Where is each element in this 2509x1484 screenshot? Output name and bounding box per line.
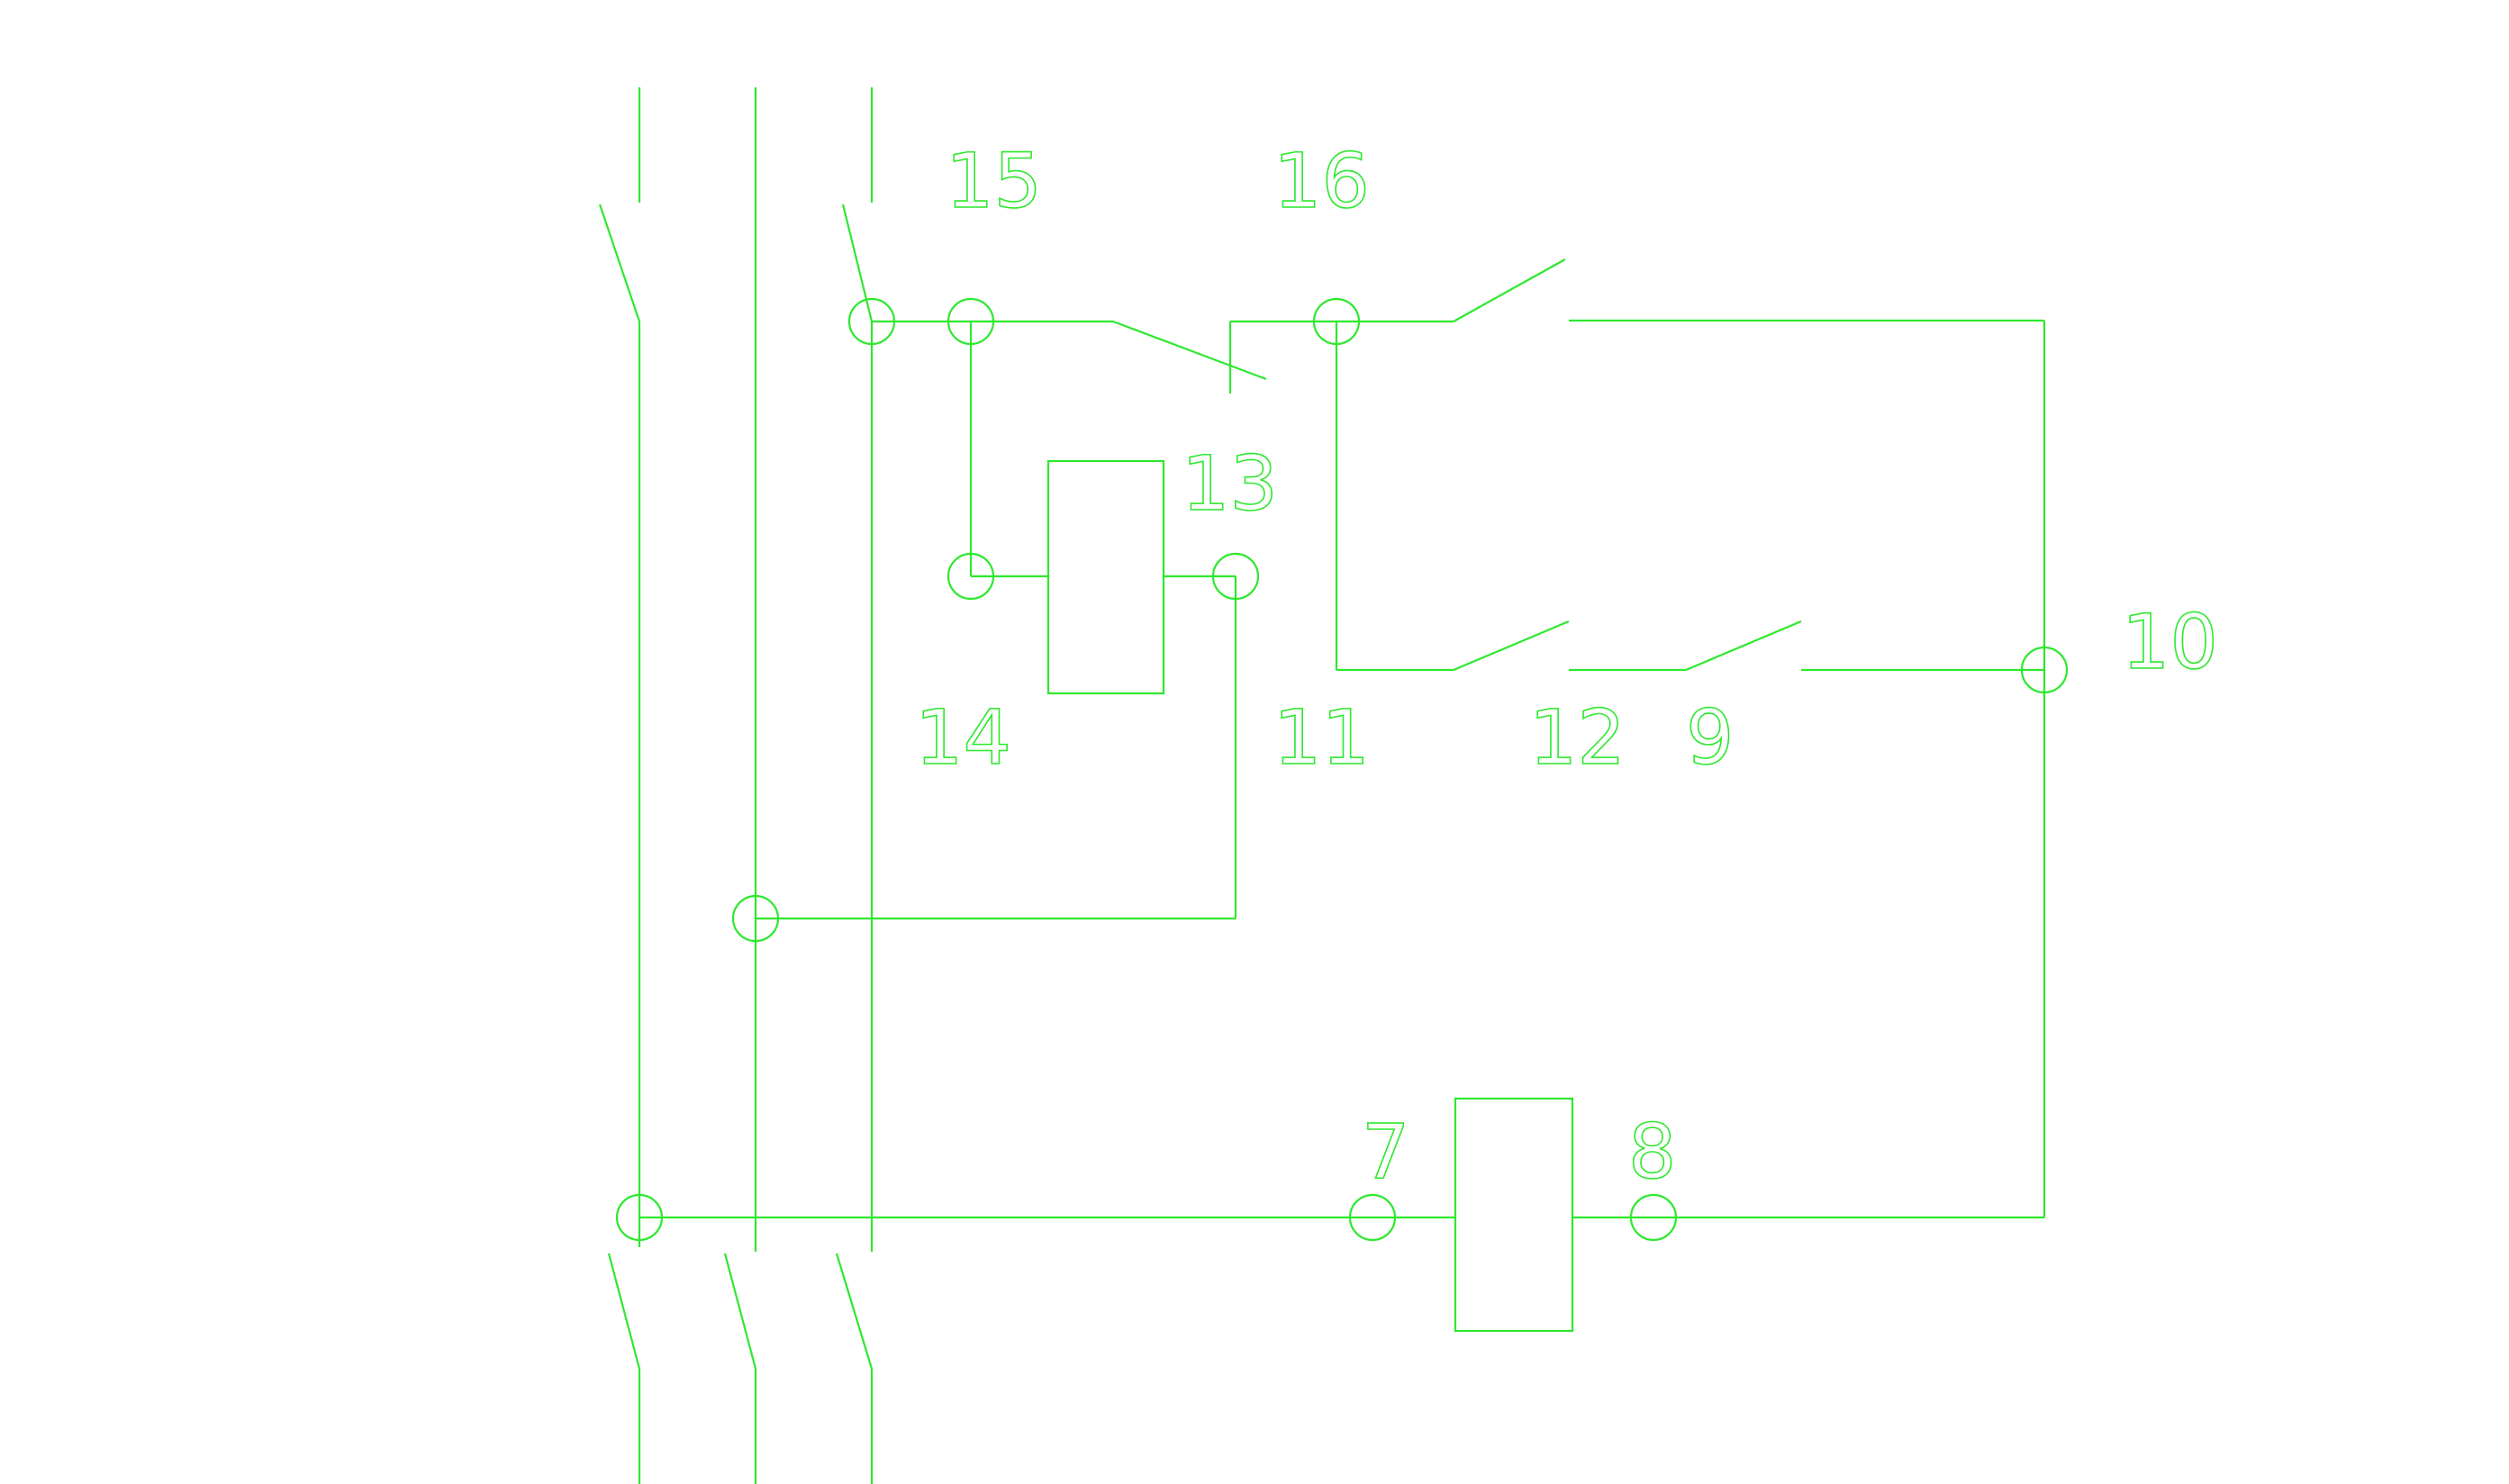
bottom-wire: [639, 1097, 2044, 1333]
top-wire-15-16: [872, 320, 1454, 394]
switch-16-10: [1453, 258, 2046, 1217]
label-13: 13: [1182, 439, 1278, 528]
node-16: [1312, 297, 1361, 346]
supply-line-1: [598, 87, 641, 1484]
label-8: 8: [1628, 1108, 1676, 1196]
label-11: 11: [1273, 693, 1370, 782]
label-9: 9: [1686, 693, 1734, 782]
node-11: [1211, 552, 1260, 601]
label-12: 12: [1529, 693, 1626, 782]
node-supply-2: [731, 894, 780, 943]
node-15: [947, 297, 995, 346]
label-14: 14: [915, 693, 1011, 782]
label-16: 16: [1273, 137, 1370, 225]
branch-16-12-9-10: [1335, 321, 2044, 672]
node-supply-3: [847, 297, 896, 346]
label-7: 7: [1362, 1108, 1409, 1196]
node-10: [2020, 646, 2069, 694]
supply-line-2: [723, 87, 757, 1484]
label-15: 15: [946, 137, 1042, 225]
node-14: [947, 552, 995, 601]
node-supply-1: [615, 1193, 664, 1242]
relay-coil-13: [756, 321, 1237, 920]
node-7: [1348, 1193, 1397, 1242]
node-8: [1629, 1193, 1678, 1242]
supply-line-3: [835, 87, 874, 1484]
label-10: 10: [2122, 598, 2218, 686]
